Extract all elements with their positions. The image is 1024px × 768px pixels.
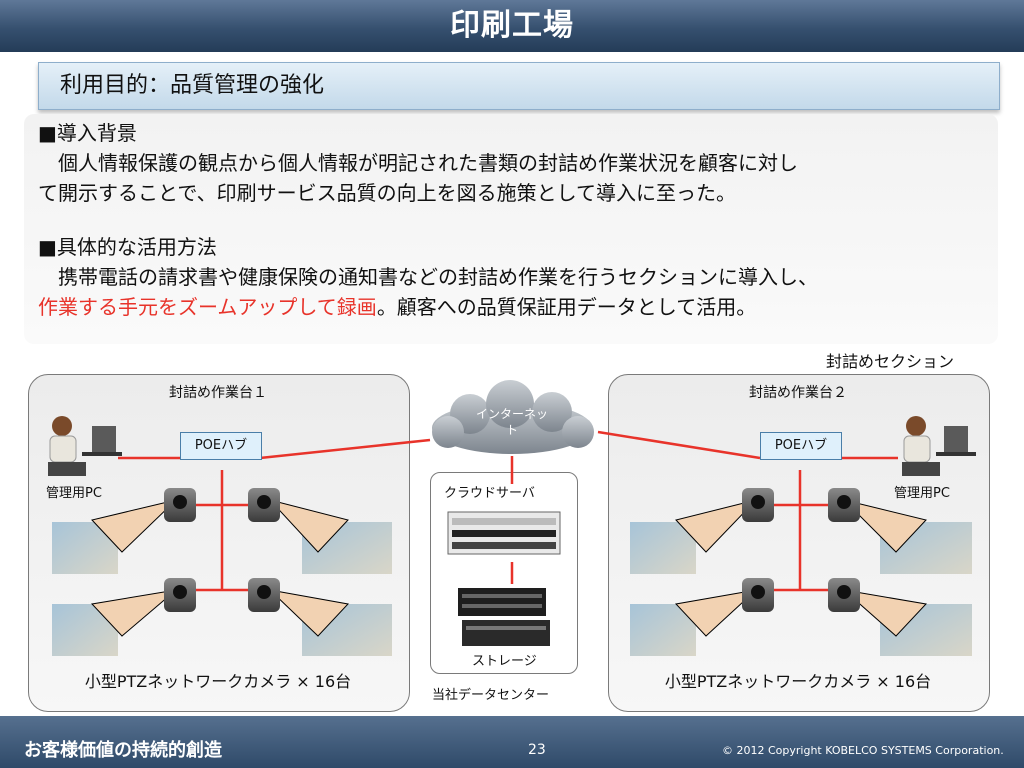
page-number: 23 (528, 742, 546, 758)
camera-view-cones (90, 499, 928, 637)
usage-highlight: 作業する手元をズームアップして録画 (38, 295, 377, 319)
background-line-2: て開示することで、印刷サービス品質の向上を図る施策として導入に至った。 (38, 181, 736, 205)
copyright: © 2012 Copyright KOBELCO SYSTEMS Corpora… (722, 744, 1004, 757)
info-panel (24, 114, 998, 344)
ptz-camera-icons (164, 488, 860, 612)
right-station-title: 封詰め作業台２ (749, 385, 847, 401)
slide-title: 印刷工場 (450, 8, 574, 43)
right-camera-caption: 小型PTZネットワークカメラ × 16台 (664, 672, 932, 691)
background-line-1: 個人情報保護の観点から個人情報が明記された書類の封詰め作業状況を顧客に対し (58, 151, 798, 175)
cloud-server-label: クラウドサーバ (444, 486, 535, 501)
right-pc-label: 管理用PC (894, 486, 950, 501)
title-bar (0, 0, 1024, 52)
usage-line-2-rest: 。顧客への品質保証用データとして活用。 (376, 295, 757, 319)
purpose-text: 利用目的：品質管理の強化 (60, 73, 325, 98)
internet-label-line-2: ト (505, 423, 518, 437)
left-pc-operator-icon (48, 416, 122, 476)
server-icon (447, 511, 561, 555)
left-camera-caption: 小型PTZネットワークカメラ × 16台 (84, 672, 352, 691)
usage-line-1: 携帯電話の請求書や健康保険の通知書などの封詰め作業を行うセクションに導入し、 (58, 265, 818, 289)
right-pc-operator-icon (902, 416, 976, 476)
internet-label: インターネッ ト (452, 406, 572, 438)
storage-icon (458, 588, 550, 646)
datacenter-caption: 当社データセンター (432, 688, 550, 703)
left-station-title: 封詰め作業台１ (169, 385, 267, 401)
footer-bar (0, 716, 1024, 768)
purpose-banner (38, 62, 1000, 110)
footer-slogan: お客様価値の持続的創造 (24, 740, 222, 761)
left-pc-label: 管理用PC (46, 486, 102, 501)
internet-cloud-icon (432, 380, 594, 454)
section-label: 封詰めセクション (826, 352, 955, 371)
usage-heading: ■具体的な活用方法 (38, 235, 217, 259)
background-heading: ■導入背景 (38, 121, 137, 145)
internet-label-line-1: インターネッ (475, 407, 548, 421)
storage-label: ストレージ (472, 654, 537, 669)
right-poe-hub: POEハブ (760, 432, 842, 460)
left-poe-hub: POEハブ (180, 432, 262, 460)
network-lines (118, 430, 898, 592)
usage-line-2: 作業する手元をズームアップして録画。顧客への品質保証用データとして活用。 (38, 292, 756, 322)
